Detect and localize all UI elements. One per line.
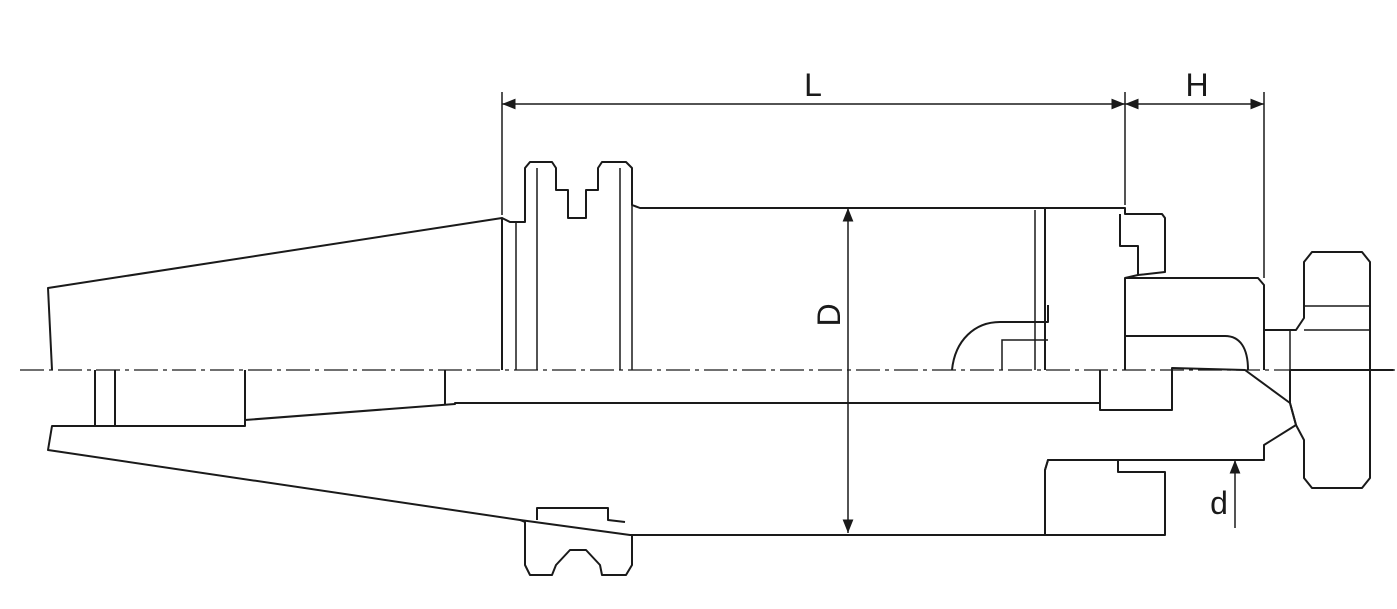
label-d: d: [1210, 485, 1228, 521]
dimensions: L H D d: [501, 67, 1265, 533]
upper-outline: [47, 161, 1371, 371]
label-L: L: [804, 67, 822, 103]
sectioned-body: [47, 367, 1394, 536]
screw-section-hatch: [1289, 369, 1394, 489]
taper-outline: [47, 217, 503, 371]
label-D: D: [811, 303, 847, 326]
lower-details: [94, 370, 1241, 576]
collar-section-hatch: [1044, 459, 1166, 536]
body-section-hatch: [47, 367, 1297, 536]
flange-lower: [519, 519, 633, 576]
body-step: [1045, 207, 1166, 370]
pilot-spigot: [1125, 277, 1265, 370]
bore-curve: [951, 305, 1049, 371]
screw-head-upper: [1264, 251, 1371, 370]
label-H: H: [1185, 67, 1208, 103]
flange-upper: [501, 161, 1046, 370]
